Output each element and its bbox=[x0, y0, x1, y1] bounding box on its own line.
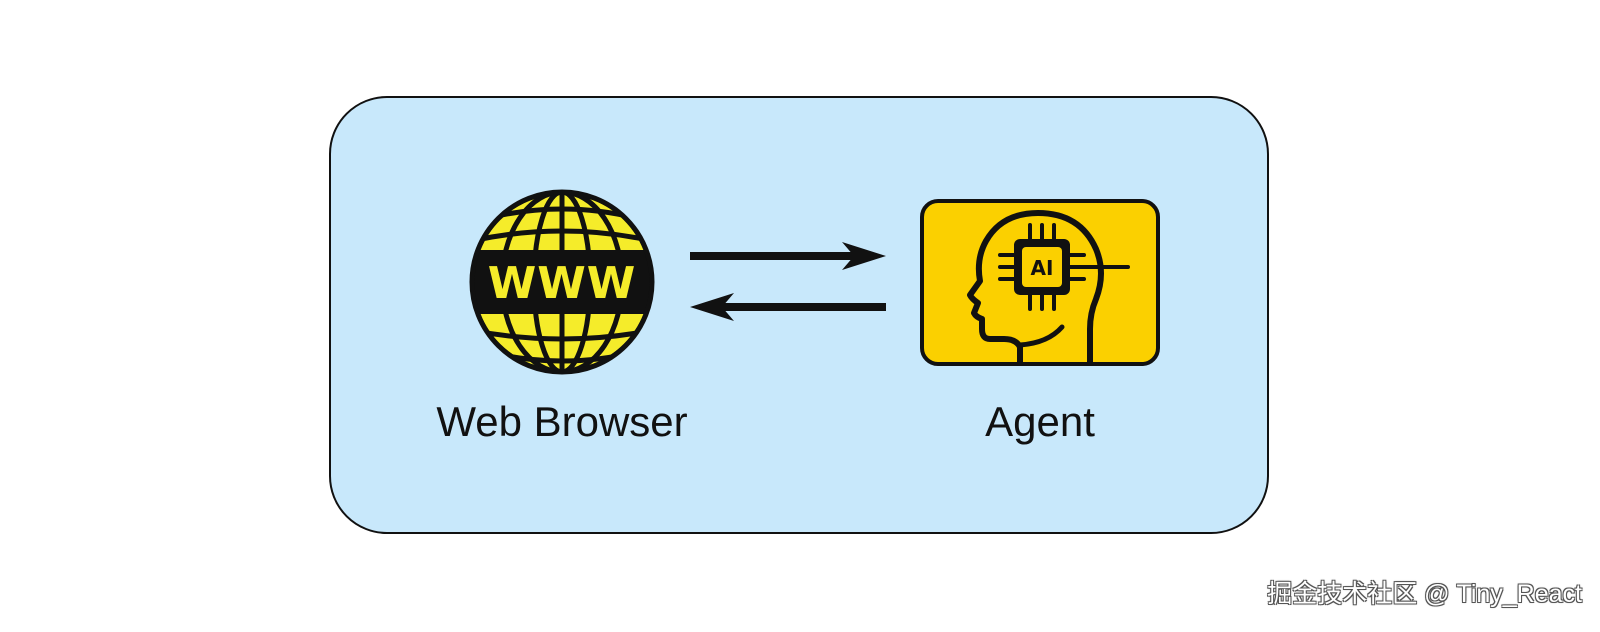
arrow-agent-to-browser bbox=[690, 293, 886, 321]
arrow-browser-to-agent bbox=[690, 242, 886, 270]
watermark: 掘金技术社区 @ Tiny_React bbox=[1267, 580, 1582, 608]
globe-icon-text: WWW bbox=[488, 258, 637, 309]
ai-head-icon: AI bbox=[920, 199, 1160, 366]
agent-label: Agent bbox=[985, 398, 1095, 445]
web-browser-label: Web Browser bbox=[436, 398, 688, 445]
globe-icon: WWW bbox=[469, 189, 655, 375]
ai-chip-text: AI bbox=[1031, 256, 1054, 280]
